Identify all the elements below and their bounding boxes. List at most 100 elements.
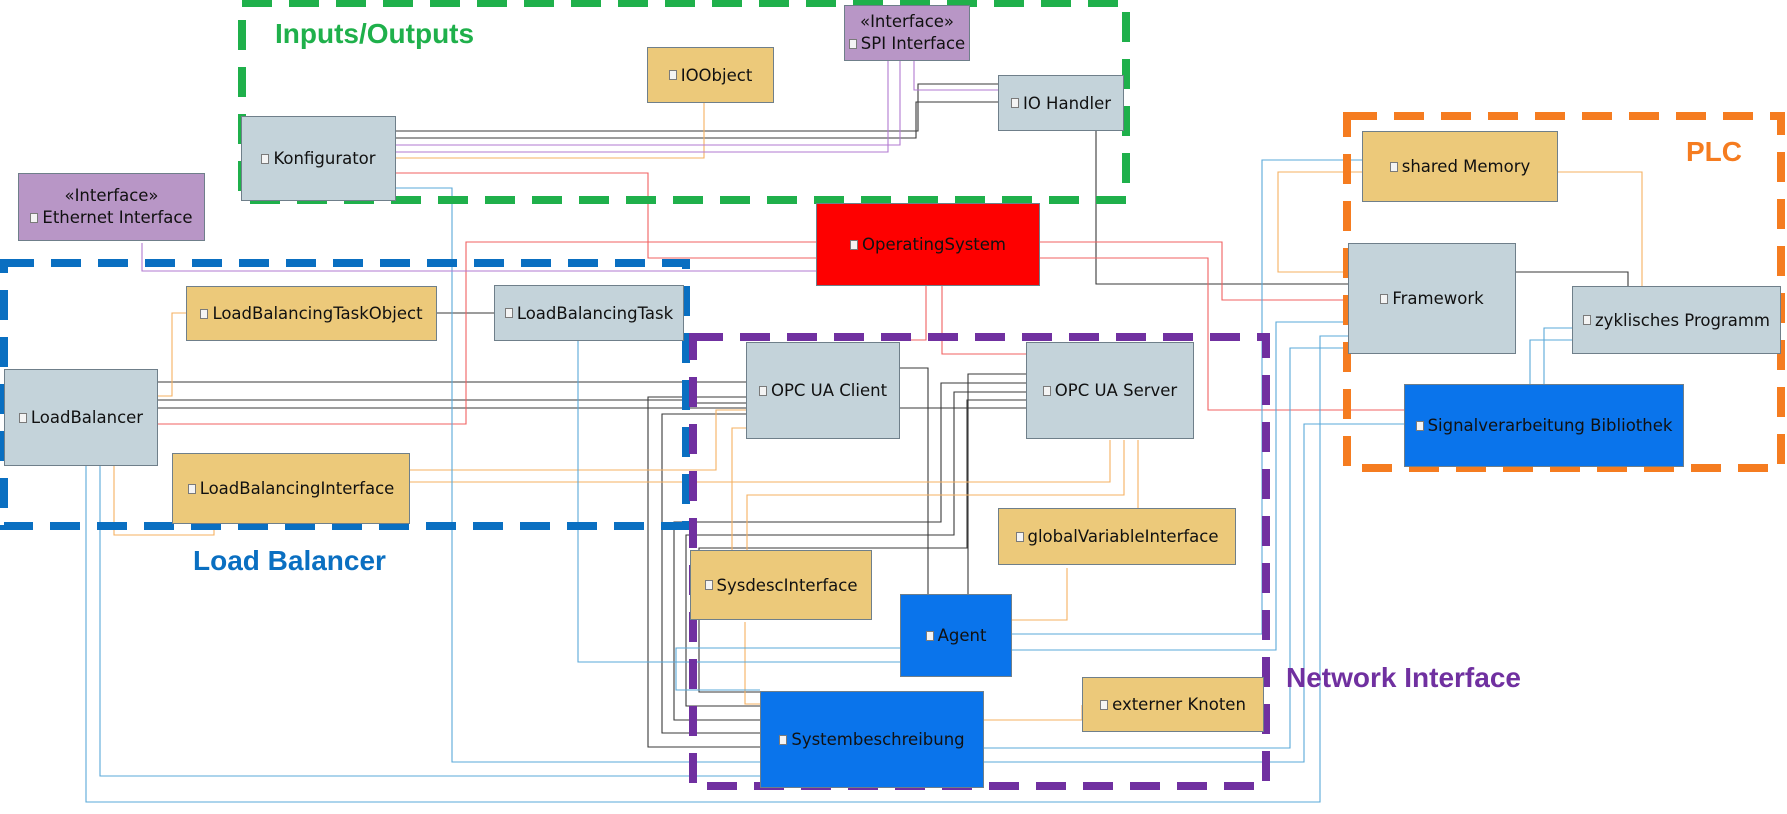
region-outline-plc: [1343, 112, 1785, 472]
class-icon: [1415, 420, 1424, 431]
purple-connectors: [141, 60, 998, 272]
class-icon: [1010, 98, 1019, 108]
node-zyklisches-programm[interactable]: zyklisches Programm: [1572, 286, 1781, 354]
class-icon: [779, 734, 788, 745]
connector-global-agent: [1012, 568, 1068, 621]
node-label: Agent: [937, 626, 987, 645]
class-icon: [1583, 315, 1592, 325]
node-label: LoadBalancingTaskObject: [212, 304, 423, 323]
region-label-network: Network Interface: [1286, 662, 1521, 693]
connector-os-client: [900, 286, 927, 341]
class-icon: [18, 412, 27, 423]
node-label: SysdescInterface: [716, 575, 858, 595]
region-label-load-balancer: Load Balancer: [193, 545, 386, 576]
node-label: LoadBalancingTask: [516, 303, 674, 323]
connector-server-agent: [967, 373, 1026, 594]
class-icon: [925, 630, 934, 641]
node-load-balancer[interactable]: LoadBalancer: [4, 369, 158, 466]
class-icon: [1015, 531, 1024, 542]
node-systembeschreibung[interactable]: Systembeschreibung: [760, 691, 984, 788]
class-icon: [758, 385, 767, 396]
connector-os-server: [941, 286, 1026, 355]
node-externer-knoten[interactable]: externer Knoten: [1082, 677, 1264, 732]
node-label: LoadBalancer: [30, 408, 144, 427]
node-label: SPI Interface: [860, 34, 966, 53]
node-opc-ua-server[interactable]: OPC UA Server: [1026, 342, 1194, 439]
connector-konfigurator-sys: [396, 187, 760, 763]
node-loadbalancing-task[interactable]: LoadBalancingTask: [494, 285, 684, 341]
connector-os-signal: [1040, 257, 1406, 411]
connector-client-agent: [900, 367, 929, 594]
node-label: OPC UA Client: [770, 381, 888, 400]
node-label: Ethernet Interface: [42, 208, 193, 227]
class-icon: [30, 213, 39, 223]
connector-konfigurator-os: [396, 172, 818, 259]
connector-iohandler-framework: [1095, 131, 1348, 285]
class-icon: [1042, 385, 1051, 396]
red-connectors: [158, 172, 1406, 425]
node-label: Systembeschreibung: [791, 730, 965, 749]
connector-lb-lbtaskobject: [158, 312, 186, 397]
connector-sysdesc-systembeschreibung: [744, 622, 760, 705]
connector-spi-iohandler: [913, 60, 998, 91]
node-konfigurator[interactable]: Konfigurator: [241, 116, 396, 201]
connector-lb-sys-2: [99, 466, 760, 777]
node-agent[interactable]: Agent: [900, 594, 1012, 677]
node-loadbalancing-interface[interactable]: LoadBalancingInterface: [172, 453, 410, 524]
connector-konfigurator-iohandler: [396, 83, 998, 132]
connector-opcserver-sysdesc: [746, 440, 1125, 550]
node-label: IOObject: [680, 65, 753, 85]
class-icon: [261, 153, 270, 164]
node-ioobject[interactable]: IOObject: [647, 47, 774, 103]
node-label: Framework: [1392, 289, 1484, 308]
connector-opc-sysdesc: [731, 427, 746, 550]
node-label: Konfigurator: [273, 149, 376, 168]
class-icon: [1380, 293, 1389, 304]
node-shared-memory[interactable]: shared Memory: [1362, 131, 1558, 202]
connector-os-framework: [1040, 241, 1348, 301]
node-label: OPC UA Server: [1054, 381, 1178, 400]
connector-lbinterface-opc: [410, 409, 746, 471]
connector-sharedmem-framework: [1277, 171, 1364, 273]
connector-sys-framework-2: [984, 423, 1406, 763]
node-operating-system[interactable]: OperatingSystem: [816, 203, 1040, 286]
connector-konfigurator-iohandler-2: [396, 101, 998, 139]
class-icon: [704, 580, 713, 590]
node-signalverarbeitung-bibliothek[interactable]: Signalverarbeitung Bibliothek: [1404, 384, 1684, 467]
connector-client-sys-2: [661, 413, 760, 734]
region-label-plc: PLC: [1686, 136, 1742, 167]
node-spi-interface[interactable]: «Interface» SPI Interface: [844, 5, 970, 61]
node-label: externer Knoten: [1112, 695, 1246, 714]
connector-sys-agent: [675, 647, 900, 691]
class-icon: [1100, 699, 1109, 710]
connector-sys-framework-1: [984, 347, 1348, 749]
connector-server-sys-2: [685, 391, 1026, 707]
connector-sys-externer: [984, 705, 1083, 721]
node-global-variable-interface[interactable]: globalVariableInterface: [998, 508, 1236, 565]
class-icon: [200, 308, 209, 319]
connector-ethernet-os: [141, 243, 818, 272]
node-label: globalVariableInterface: [1027, 527, 1219, 546]
blue-connectors: [85, 159, 1587, 803]
stereotype-label: «Interface»: [64, 186, 159, 205]
node-loadbalancing-task-object[interactable]: LoadBalancingTaskObject: [186, 286, 437, 341]
connector-lb-os: [158, 241, 818, 425]
node-label: zyklisches Programm: [1595, 310, 1770, 330]
connector-server-sys-1: [673, 382, 1026, 721]
node-label: LoadBalancingInterface: [199, 479, 395, 498]
node-sysdesc-interface[interactable]: SysdescInterface: [690, 550, 872, 620]
node-ethernet-interface[interactable]: «Interface» Ethernet Interface: [18, 173, 205, 241]
connector-konfigurator-ioobject: [396, 90, 705, 159]
class-icon: [504, 308, 513, 318]
node-opc-ua-client[interactable]: OPC UA Client: [746, 342, 900, 439]
connector-zyklisch-signal: [1543, 327, 1572, 384]
node-io-handler[interactable]: IO Handler: [998, 75, 1124, 131]
node-label: OperatingSystem: [861, 235, 1007, 254]
class-icon: [668, 70, 677, 80]
connector-sharedmem-zyklisch: [1558, 171, 1643, 286]
node-framework[interactable]: Framework: [1348, 243, 1516, 354]
class-icon: [849, 239, 858, 250]
connector-framework-zyklisch: [1516, 271, 1629, 286]
class-icon: [848, 39, 857, 49]
region-outline-network: [689, 333, 1270, 790]
